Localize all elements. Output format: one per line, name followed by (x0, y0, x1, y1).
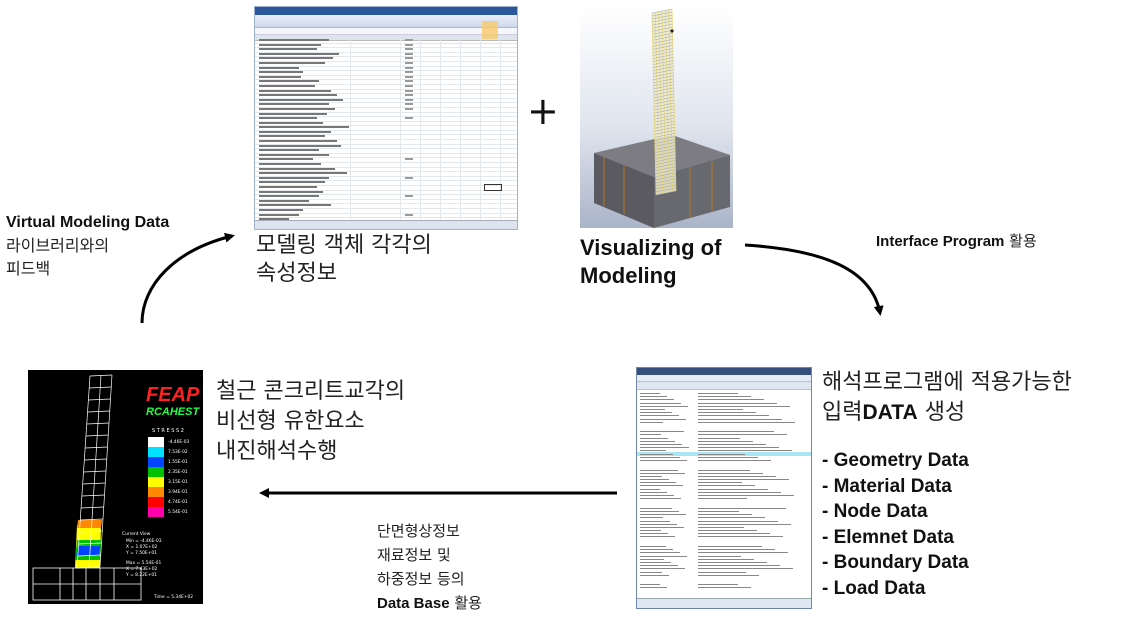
fem-legend-swatch (148, 457, 164, 467)
fem-legend-swatch (148, 447, 164, 457)
column-rebar-grid (651, 8, 677, 196)
fem-stress-orange (77, 520, 102, 528)
arrow-feedback-to-library (140, 232, 235, 324)
fem-min-y: Y = 7.50E+01 (125, 550, 157, 556)
virtual-modeling-line2: 라이브러리와의 (6, 236, 110, 255)
data-list-item-material: - Material Data (822, 475, 952, 497)
fem-svg: FEAP RCAHEST S T R E S S 2 -4.46E-03 7.53… (32, 374, 200, 601)
spreadsheet-rows (255, 39, 517, 229)
spreadsheet-thumbnail (254, 6, 518, 230)
fem-min-x: X = 1.07E+02 (126, 544, 158, 550)
spreadsheet-selected-cell (484, 184, 502, 191)
plus-sign: + (527, 89, 559, 133)
fem-min-line: Min = -4.46E-03 (126, 538, 162, 544)
input-data-editor-thumbnail (636, 367, 812, 609)
editor-titlebar (637, 368, 811, 375)
3d-model-thumbnail (580, 7, 733, 228)
spreadsheet-titlebar (255, 7, 517, 15)
data-list-item-node: - Node Data (822, 501, 928, 522)
data-list: - Geometry Data - Material Data - Node D… (822, 448, 969, 601)
analysis-input-label: 해석프로그램에 적용가능한 입력DATA 생성 (822, 368, 1072, 428)
fem-legend-title: S T R E S S 2 (152, 428, 184, 434)
database-usage-label: 단면형상정보 재료정보 및 하중정보 등의 Data Base 활용 (377, 519, 482, 616)
spreadsheet-ribbon (255, 15, 517, 28)
analysis-input-line1: 해석프로그램에 적용가능한 (822, 370, 1072, 395)
editor-statusbar (637, 598, 811, 608)
database-usage-line1: 단면형상정보 (377, 522, 460, 540)
nonlinear-analysis-line1: 철근 콘크리트교각의 (216, 379, 406, 404)
nonlinear-analysis-label: 철근 콘크리트교각의 비선형 유한요소 내진해석수행 (216, 377, 405, 467)
fem-legend-value: 2.35E-01 (168, 469, 188, 475)
fem-legend-swatch (148, 507, 164, 517)
fem-max-y: Y = 8.22E+01 (125, 572, 157, 578)
spreadsheet-statusbar (255, 220, 517, 229)
visualizing-line1: Visualizing of (580, 235, 722, 260)
data-list-item-geometry: - Geometry Data (822, 450, 969, 471)
database-usage-kr: 활용 (449, 594, 482, 612)
fem-legend-value: -4.46E-03 (168, 439, 190, 445)
interface-program-kr: 활용 (1004, 232, 1037, 250)
virtual-modeling-label: Virtual Modeling Data 라이브러리와의 피드백 (6, 212, 169, 280)
data-list-item-load: - Load Data (822, 577, 926, 599)
database-usage-en: Data Base (377, 595, 450, 612)
spreadsheet-selected-column (482, 21, 498, 39)
fem-legend-swatch (148, 497, 164, 507)
spreadsheet-formula-bar (255, 28, 517, 35)
visualizing-label: Visualizing of Modeling (580, 234, 721, 290)
virtual-modeling-line3: 피드백 (6, 259, 51, 278)
interface-program-label: Interface Program 활용 (876, 231, 1037, 252)
analysis-input-tail: 생성 (917, 400, 966, 425)
fem-legend-swatch (148, 487, 164, 497)
editor-code-lines (640, 392, 808, 598)
interface-program-text: Interface Program (876, 233, 1005, 250)
fem-max-line: Max = 5.54E-01 (126, 560, 161, 566)
fem-pier-mesh (76, 374, 113, 569)
data-list-item-boundary: - Boundary Data (822, 552, 969, 573)
database-usage-line2: 재료정보 및 (377, 546, 451, 564)
attribute-info-line2: 속성정보 (256, 261, 337, 286)
fem-time: Time = 5.34E+02 (153, 594, 193, 600)
arrow-interface-program (744, 243, 884, 316)
attribute-info-label: 모델링 객체 각각의 속성정보 (256, 232, 432, 288)
fem-base-mesh (32, 567, 142, 601)
fem-legend-value: 5.54E-01 (168, 509, 188, 515)
fem-legend-value: 3.15E-01 (168, 479, 188, 485)
fem-logo-sub: RCAHEST (146, 406, 200, 418)
fem-legend-value: 7.53E-02 (168, 449, 188, 455)
nonlinear-analysis-line2: 비선형 유한요소 (216, 409, 365, 434)
fem-stress-blue (76, 546, 100, 556)
fem-result-thumbnail: FEAP RCAHEST S T R E S S 2 -4.46E-03 7.53… (28, 370, 203, 604)
virtual-modeling-title: Virtual Modeling Data (6, 214, 170, 231)
fem-legend-value: 3.94E-01 (168, 489, 188, 495)
fem-legend-value: 4.74E-01 (168, 499, 188, 505)
fem-logo-main: FEAP (146, 384, 200, 406)
fem-legend: -4.46E-03 7.53E-02 1.55E-01 2.35E-01 3.15E-0… (148, 437, 190, 517)
analysis-input-data: DATA (862, 401, 918, 424)
fem-legend-swatch (148, 477, 164, 487)
nonlinear-analysis-line3: 내진해석수행 (216, 439, 338, 464)
3d-model-svg (580, 7, 733, 228)
analysis-input-kr: 입력 (822, 400, 863, 425)
editor-toolbar (637, 382, 811, 390)
visualizing-line2: Modeling (580, 263, 677, 288)
spreadsheet-column-header (255, 35, 517, 41)
attribute-info-line1: 모델링 객체 각각의 (256, 233, 432, 258)
fem-legend-swatch (148, 437, 164, 447)
data-list-item-element: - Elemnet Data (822, 526, 954, 548)
fem-legend-value: 1.55E-01 (168, 459, 188, 465)
fem-legend-swatch (148, 467, 164, 477)
fem-current-view: Current View (122, 531, 151, 537)
editor-menubar (637, 375, 811, 382)
fem-max-x: X = 7.43E+02 (126, 566, 158, 572)
database-usage-line3: 하중정보 등의 (377, 570, 465, 588)
